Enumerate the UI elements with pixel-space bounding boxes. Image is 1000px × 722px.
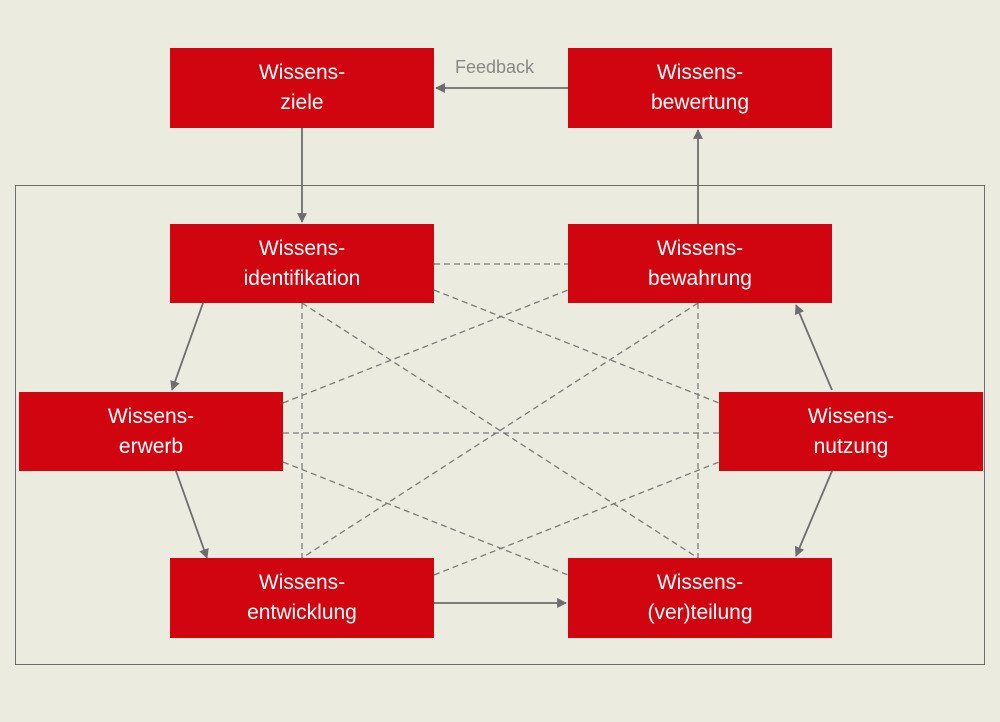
node-wissensidentifikation-line2: identifikation (243, 266, 361, 290)
node-wissensverteilung-line1: Wissens- (656, 571, 744, 594)
arrow-erwerb-entwicklung (175, 470, 209, 559)
node-wissensverteilung-line2: (ver)teilung (647, 601, 753, 624)
node-wissensidentifikation-line1: Wissens- (258, 236, 346, 260)
process-frame (15, 185, 985, 665)
node-wissensbewahrung: Wissens- bewahrung (568, 224, 832, 303)
node-wissensbewahrung-line2: bewahrung (648, 266, 752, 290)
node-wissensentwicklung-line2: entwicklung (247, 601, 357, 624)
node-wissensziele-line2: ziele (280, 91, 324, 114)
node-wissensziele-line1: Wissens- (258, 61, 346, 84)
dashed-link-bewahrung-entwicklung (301, 302, 699, 559)
node-wissensidentifikation: Wissens- identifikation (170, 224, 434, 303)
node-wissensverteilung: Wissens- (ver)teilung (568, 558, 832, 638)
dashed-link-erwerb-bewahrung (282, 289, 569, 404)
arrow-nutzung-verteilung (794, 470, 833, 557)
arrow-identifikation-erwerb (170, 302, 204, 391)
node-wissensziele: Wissens- ziele (170, 48, 434, 128)
arrow-nutzung-bewahrung (794, 304, 833, 391)
node-wissensbewertung-line2: bewertung (650, 91, 750, 114)
dashed-link-entwicklung-nutzung (433, 461, 720, 576)
node-wissenserwerb: Wissens- erwerb (19, 392, 283, 471)
dashed-link-erwerb-verteilung (282, 461, 569, 576)
node-wissensnutzung: Wissens- nutzung (719, 392, 983, 471)
node-wissensentwicklung-line1: Wissens- (258, 571, 346, 594)
node-wissensentwicklung: Wissens- entwicklung (170, 558, 434, 638)
node-wissenserwerb-line1: Wissens- (107, 404, 195, 428)
node-wissensnutzung-line2: nutzung (813, 434, 889, 458)
node-wissensnutzung-line1: Wissens- (807, 404, 895, 428)
node-wissensbewahrung-line1: Wissens- (656, 236, 744, 260)
node-wissenserwerb-line2: erwerb (118, 434, 184, 458)
feedback-label: Feedback (455, 57, 535, 77)
node-wissensbewertung: Wissens- bewertung (568, 48, 832, 128)
dashed-link-identifikation-nutzung (433, 289, 720, 404)
node-wissensbewertung-line1: Wissens- (656, 61, 744, 84)
